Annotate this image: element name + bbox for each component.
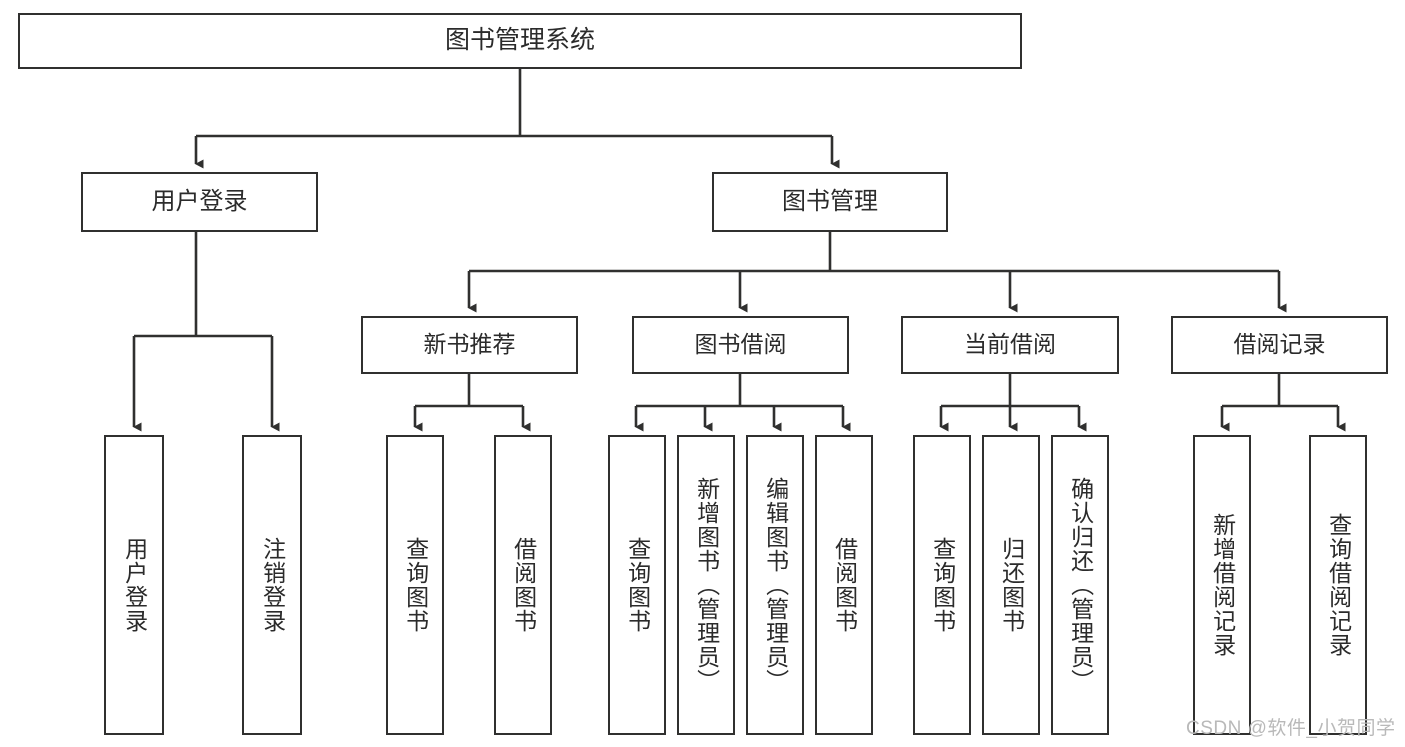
node-label: 用户登录 xyxy=(121,537,148,633)
node-label: 图书管理 xyxy=(782,187,878,215)
node-new-book-recommend[interactable]: 新书推荐 xyxy=(361,316,578,374)
node-leaf-edit-book-admin[interactable]: 编辑图书（管理员） xyxy=(746,435,804,735)
node-label: 归还图书 xyxy=(998,537,1025,633)
node-leaf-query-borrow-record[interactable]: 查询借阅记录 xyxy=(1309,435,1367,735)
node-label: 查询图书 xyxy=(402,537,429,633)
node-label: 注销登录 xyxy=(259,537,286,633)
node-label: 借阅图书 xyxy=(831,537,858,633)
node-leaf-query-book-current[interactable]: 查询图书 xyxy=(913,435,971,735)
node-leaf-borrow-book-recommend[interactable]: 借阅图书 xyxy=(494,435,552,735)
node-book-management-system[interactable]: 图书管理系统 xyxy=(18,13,1022,69)
node-user-login[interactable]: 用户登录 xyxy=(81,172,318,232)
node-leaf-add-borrow-record[interactable]: 新增借阅记录 xyxy=(1193,435,1251,735)
node-leaf-confirm-return-admin[interactable]: 确认归还（管理员） xyxy=(1051,435,1109,735)
node-current-borrow[interactable]: 当前借阅 xyxy=(901,316,1119,374)
node-leaf-borrow-book[interactable]: 借阅图书 xyxy=(815,435,873,735)
node-label: 编辑图书（管理员） xyxy=(762,477,789,693)
node-label: 新增借阅记录 xyxy=(1209,513,1236,657)
node-label: 确认归还（管理员） xyxy=(1067,477,1094,693)
node-label: 当前借阅 xyxy=(964,331,1056,358)
node-label: 图书借阅 xyxy=(694,331,787,358)
node-label: 新增图书（管理员） xyxy=(693,477,720,693)
node-leaf-return-book[interactable]: 归还图书 xyxy=(982,435,1040,735)
node-leaf-query-book-borrow[interactable]: 查询图书 xyxy=(608,435,666,735)
node-label: 查询借阅记录 xyxy=(1325,513,1352,657)
node-label: 查询图书 xyxy=(624,537,651,633)
node-book-management[interactable]: 图书管理 xyxy=(712,172,948,232)
node-leaf-user-login[interactable]: 用户登录 xyxy=(104,435,164,735)
node-label: 图书管理系统 xyxy=(444,26,595,55)
node-borrow-record[interactable]: 借阅记录 xyxy=(1171,316,1388,374)
node-book-borrow[interactable]: 图书借阅 xyxy=(632,316,849,374)
node-leaf-logout-login[interactable]: 注销登录 xyxy=(242,435,302,735)
node-label: 借阅记录 xyxy=(1233,331,1326,358)
node-label: 用户登录 xyxy=(151,187,248,215)
node-leaf-query-book-recommend[interactable]: 查询图书 xyxy=(386,435,444,735)
node-label: 查询图书 xyxy=(929,537,956,633)
csdn-watermark: CSDN @软件_小贺同学 xyxy=(1186,718,1396,739)
node-label: 新书推荐 xyxy=(423,331,516,358)
node-leaf-add-book-admin[interactable]: 新增图书（管理员） xyxy=(677,435,735,735)
node-label: 借阅图书 xyxy=(510,537,537,633)
